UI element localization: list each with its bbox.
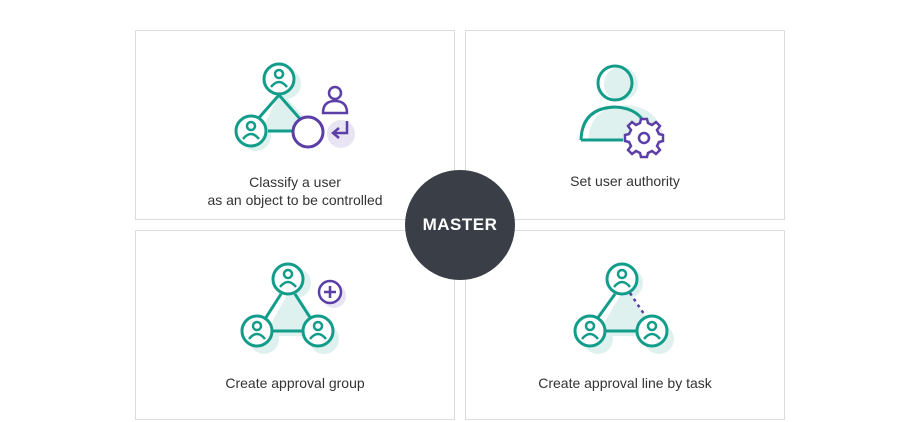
card-classify-user: Classify a user as an object to be contr… [135,30,455,220]
user-gear-icon [579,64,665,159]
card-create-approval-group: Create approval group [135,230,455,420]
card-set-authority: Set user authority [465,30,785,220]
classify-user-label: Classify a user as an object to be contr… [136,173,454,209]
create-approval-line-label: Create approval line by task [538,375,712,391]
card-create-approval-line: Create approval line by task [465,230,785,420]
approval-group-add-icon [240,262,346,354]
master-badge: MASTER [405,170,515,280]
approval-line-icon [573,262,674,354]
user-network-classify-icon [234,62,355,151]
create-approval-group-label: Create approval group [225,375,365,391]
classify-user-label-line2: as an object to be controlled [207,192,383,208]
master-label: MASTER [422,215,498,234]
classify-user-label-line1: Classify a user [249,174,341,190]
set-authority-label: Set user authority [570,173,680,189]
